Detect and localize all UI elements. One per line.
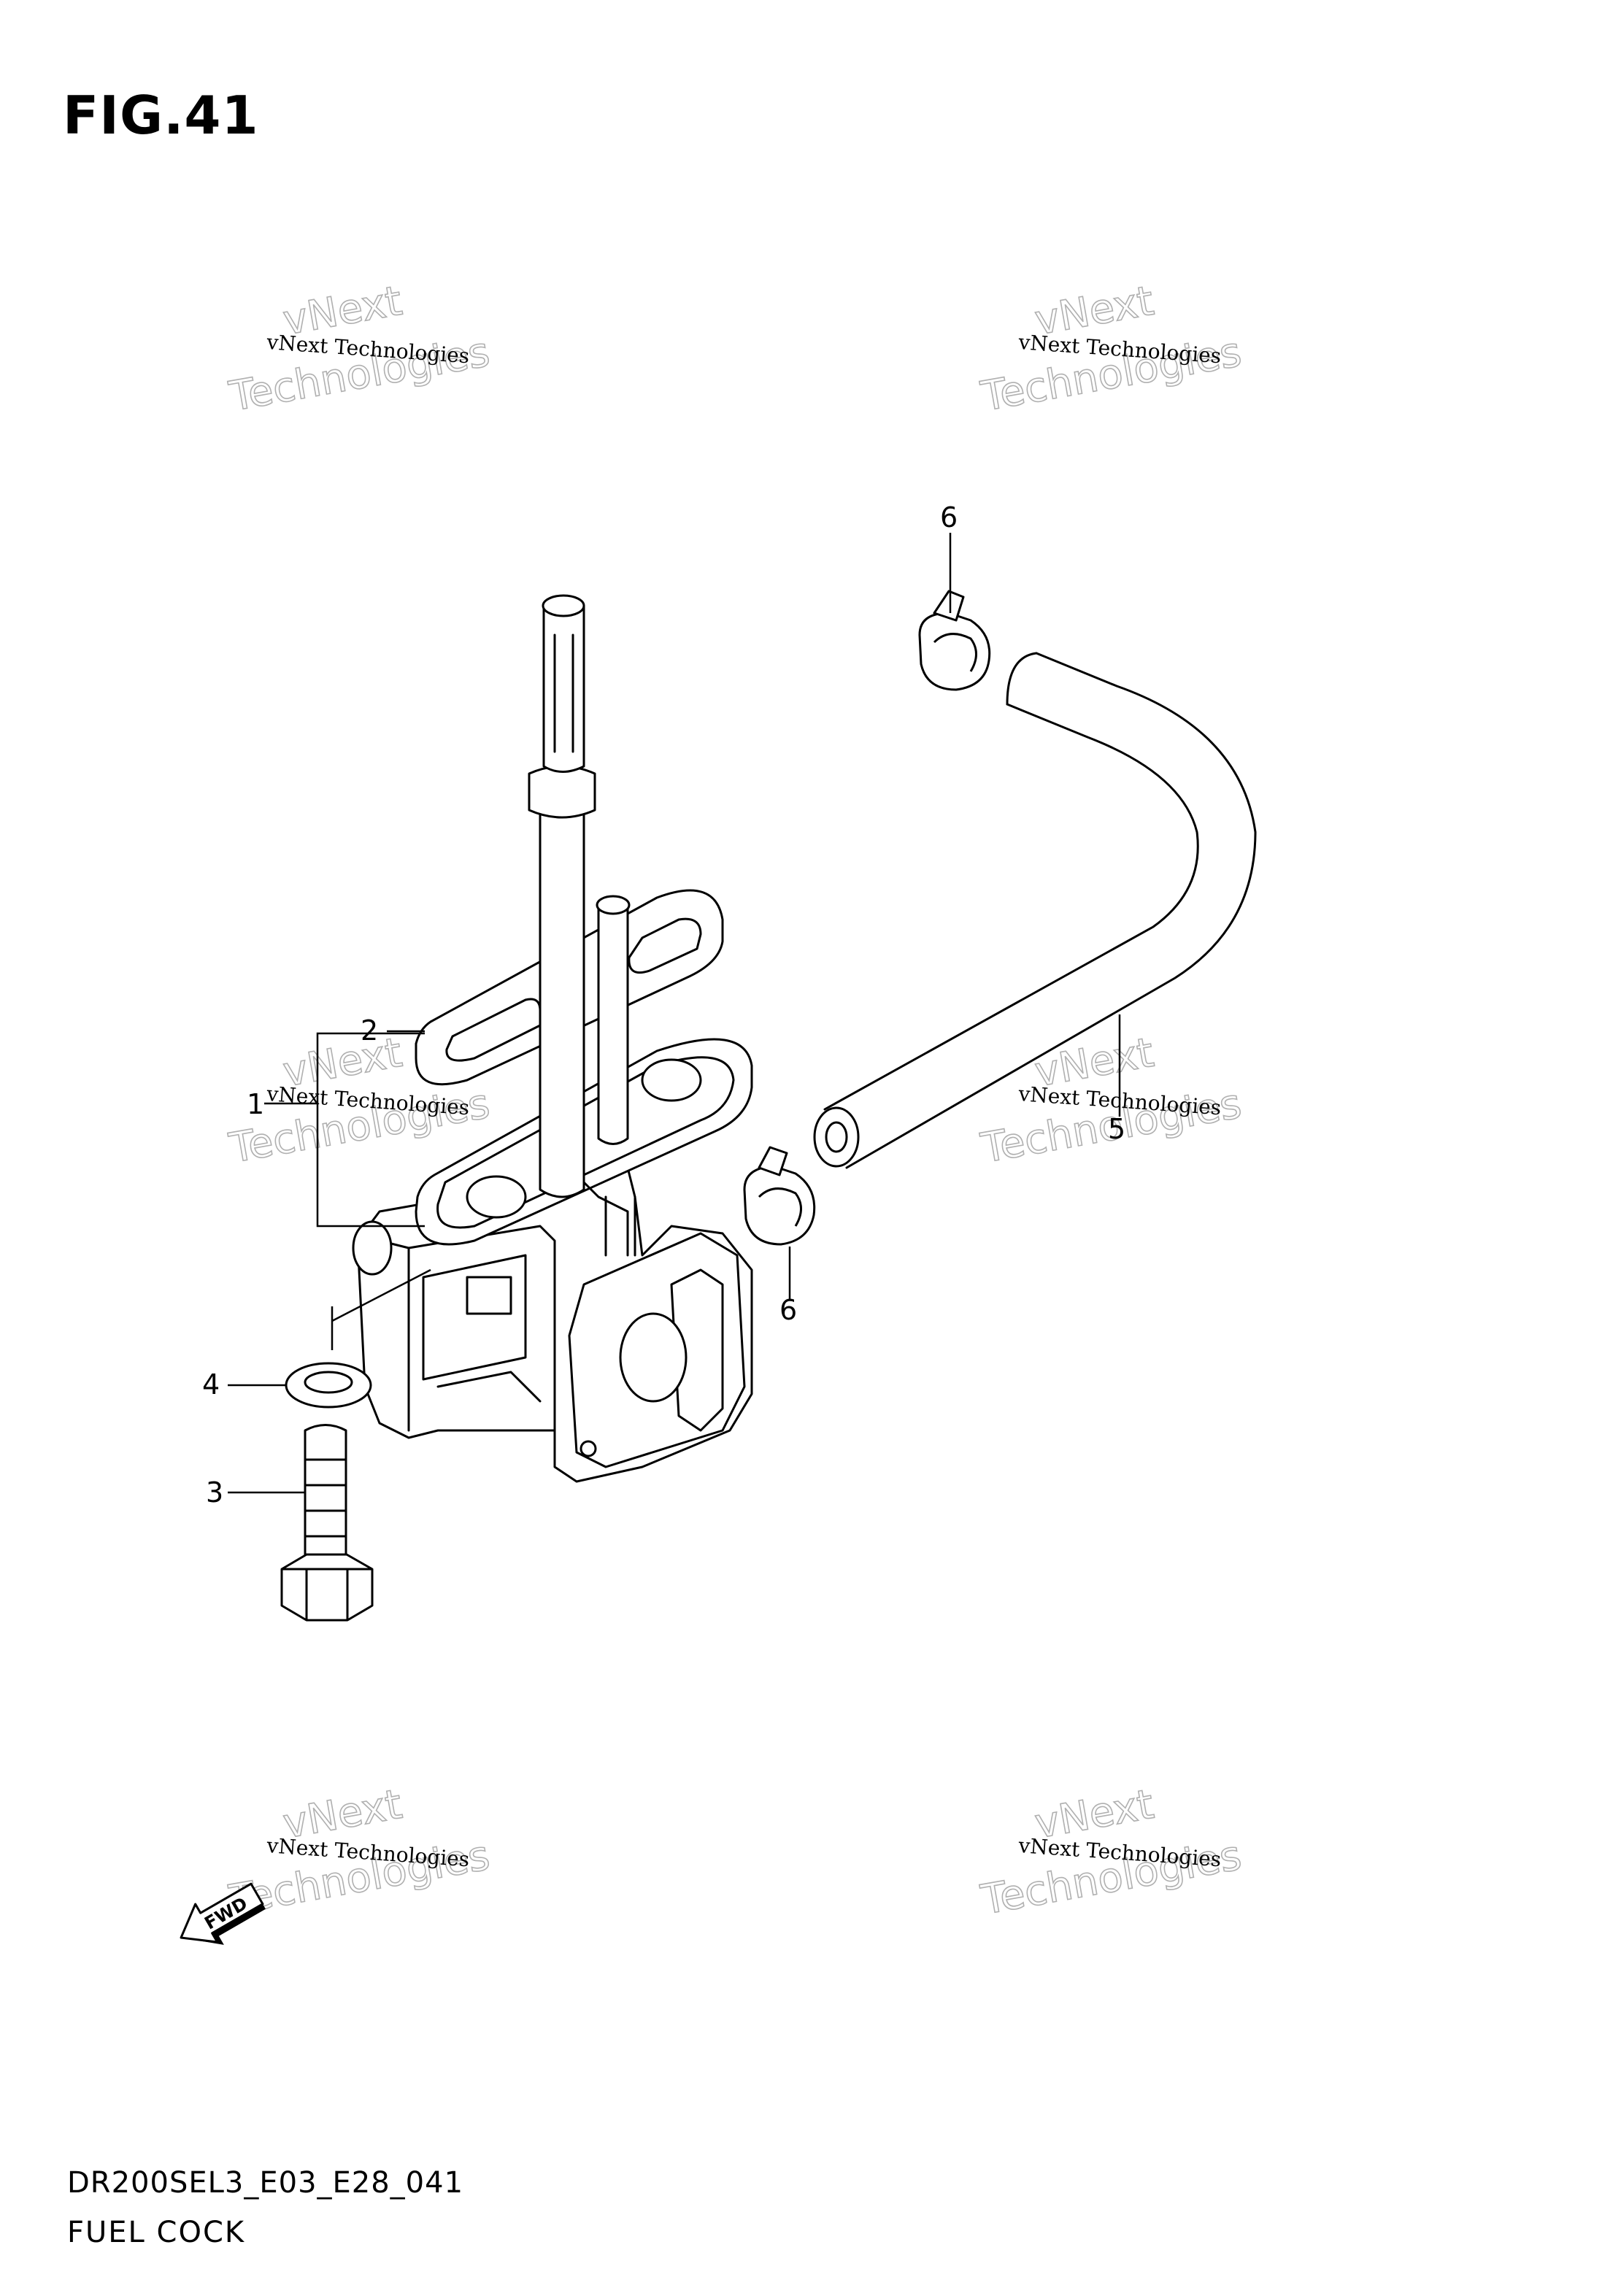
- strainer-collar: [528, 765, 596, 819]
- strainer-top: [542, 597, 585, 773]
- gasket-lower-inner: [436, 1056, 735, 1229]
- clamp-upper-band: [918, 612, 991, 691]
- plate-screw-hole: [580, 1440, 597, 1457]
- body-slot: [422, 1254, 527, 1381]
- callout-2: 2: [361, 1014, 378, 1047]
- callout-6-lower: 6: [779, 1294, 797, 1326]
- hose-clamp-upper: [918, 590, 991, 691]
- strainer-slot: [553, 633, 574, 753]
- body-boss: [466, 1276, 512, 1315]
- callout-4: 4: [202, 1368, 220, 1401]
- bolt: [280, 1424, 374, 1622]
- lever-hub: [619, 1312, 688, 1403]
- forward-arrow-shadow: [181, 1903, 266, 1945]
- gasket-upper-hole-right: [628, 917, 702, 974]
- pivot-pin: [352, 1220, 393, 1276]
- reserve-tube: [597, 904, 629, 1145]
- body-inner-line: [436, 1371, 542, 1403]
- bolt-head: [280, 1553, 374, 1622]
- washer: [285, 1362, 372, 1409]
- washer-inner: [304, 1371, 353, 1394]
- fuel-cock-assembly: [352, 594, 753, 1483]
- figure-title: FIG.41: [63, 85, 259, 146]
- reserve-tube-cap: [596, 895, 631, 915]
- fuel-lever: [670, 1268, 724, 1432]
- clamp-upper-tabs: [933, 590, 965, 622]
- diagram-name: FUEL COCK: [67, 2216, 246, 2249]
- callout-numbers: 1 2 3 4 5 6 6: [202, 501, 1125, 1509]
- callout-5: 5: [1108, 1113, 1125, 1145]
- clamp-upper-inner: [933, 633, 977, 672]
- clamp-lower-inner: [758, 1187, 802, 1227]
- fuel-hose: [813, 652, 1257, 1169]
- hose-end-far: [1006, 652, 1038, 706]
- leader-bracket-1-2: [316, 1032, 425, 1228]
- hose-inner-edge: [823, 703, 1199, 1111]
- clamp-lower-band: [743, 1165, 816, 1246]
- callout-6-upper: 6: [940, 501, 958, 533]
- outlet-stub: [582, 1181, 629, 1257]
- gasket-lower-hole-left: [466, 1175, 527, 1219]
- callout-1: 1: [247, 1088, 264, 1120]
- leader-lines: [228, 533, 1121, 1494]
- lever-neck: [604, 1195, 636, 1257]
- diagram-code: DR200SEL3_E03_E28_041: [67, 2166, 464, 2200]
- fuel-strainer-tube: [539, 772, 585, 1198]
- clamp-lower-tabs: [758, 1146, 788, 1176]
- bolt-shank: [304, 1424, 347, 1556]
- hose-end-near: [813, 1106, 860, 1168]
- strainer-cap: [542, 594, 585, 617]
- hose-clamp-lower: [743, 1146, 816, 1246]
- leader-body-tick: [331, 1268, 431, 1350]
- gasket-lower-hole-right: [641, 1058, 702, 1102]
- hose-outer-edge: [845, 652, 1257, 1169]
- callout-3: 3: [206, 1476, 223, 1509]
- bolt-threads: [305, 1458, 346, 1538]
- bolt-head-facets: [282, 1568, 372, 1620]
- hose-end-inner: [825, 1121, 848, 1153]
